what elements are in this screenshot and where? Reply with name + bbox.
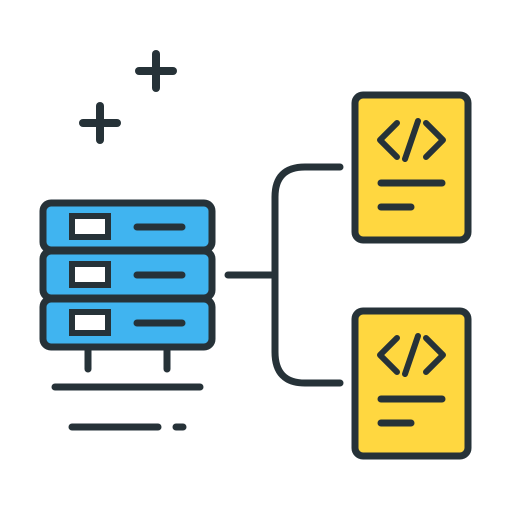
code-symbol-icon — [377, 118, 446, 162]
plus-sparkle-icon — [79, 102, 121, 144]
server-drive-slot — [69, 213, 111, 240]
code-document-icon — [351, 307, 472, 460]
code-symbol-icon — [377, 333, 446, 377]
server-drive-slot — [69, 309, 111, 336]
server-unit — [39, 199, 216, 254]
code-document-icon — [351, 91, 472, 244]
server-rack-icon — [39, 199, 216, 431]
server-drive-slot — [69, 261, 111, 288]
connector-lines — [224, 163, 344, 387]
plus-sparkle-icon — [135, 50, 177, 92]
server-unit — [39, 295, 216, 351]
server-unit — [39, 247, 216, 302]
